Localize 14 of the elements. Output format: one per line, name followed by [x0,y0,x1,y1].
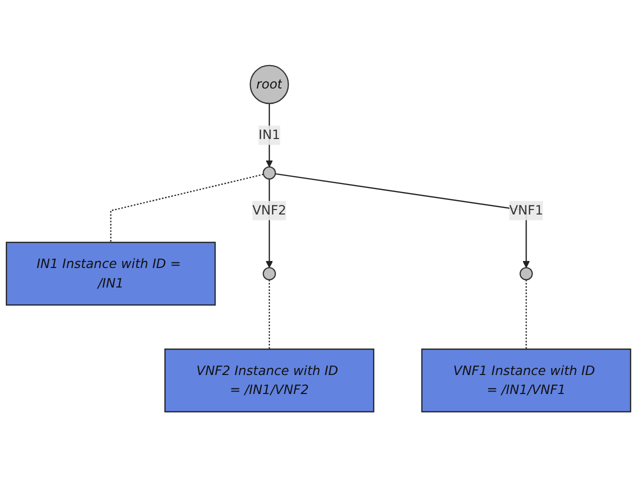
node-box: VNF2 Instance with ID = /IN1/VNF2 [164,348,374,412]
node-circle [262,166,276,180]
connector [526,280,527,350]
connector [110,174,264,242]
node-circle: root [250,64,289,104]
arrow [275,173,530,268]
edge-label: IN1 [258,127,280,142]
node-circle [262,266,276,280]
node-box: VNF1 Instance with ID = /IN1/VNF1 [421,348,632,412]
node-circle [520,266,533,280]
connector [268,280,270,350]
edge-label: VNF2 [252,202,286,218]
edge-label: VNF1 [509,202,544,218]
node-box: IN1 Instance with ID = /IN1 [6,242,216,306]
